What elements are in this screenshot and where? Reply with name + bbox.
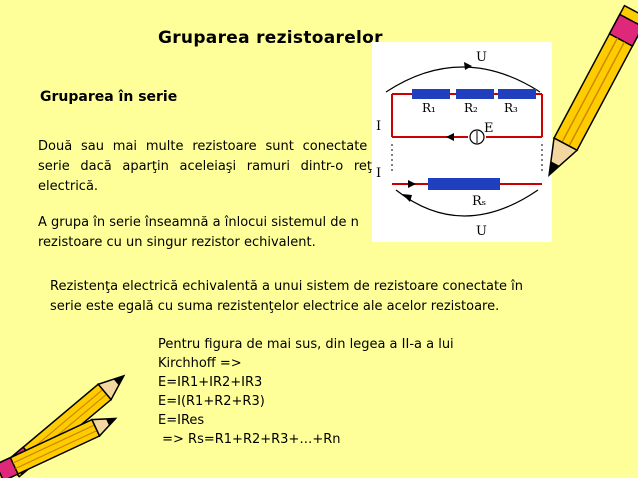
resistor-r2 xyxy=(456,89,494,99)
label-i-bottom: I xyxy=(376,166,381,181)
definition-paragraph: Două sau mai multe rezistoare sunt conec… xyxy=(38,139,388,194)
label-u-bottom: U xyxy=(476,224,487,239)
arrow-icon xyxy=(464,62,472,70)
label-r1: R₁ xyxy=(422,101,436,115)
pencil-icon xyxy=(548,4,638,177)
derivation-line: Pentru figura de mai sus, din legea a II… xyxy=(158,337,454,352)
label-u-top: U xyxy=(476,50,487,65)
equivalent-resistance-paragraph: Rezistenţa electrică echivalentă a unui … xyxy=(50,279,524,314)
grouping-paragraph: A grupa în serie înseamnă a înlocui sist… xyxy=(38,215,359,250)
current-arrow-icon xyxy=(408,180,416,188)
series-circuit-diagram: U R₁ R₂ R₃ I E I Rₛ U xyxy=(372,42,552,242)
resistor-rs xyxy=(428,178,500,190)
current-arrow-icon xyxy=(446,133,454,141)
label-i-top: I xyxy=(376,119,381,134)
resistor-r3 xyxy=(498,89,536,99)
derivation-line: Kirchhoff => xyxy=(158,356,242,371)
label-e: E xyxy=(484,121,494,136)
slide-title: Gruparea rezistoarelor xyxy=(158,28,383,48)
derivation-line: E=IR1+IR2+IR3 xyxy=(158,375,263,390)
derivation-line: E=I(R1+R2+R3) xyxy=(158,394,265,409)
derivation-line: => Rs=R1+R2+R3+…+Rn xyxy=(158,432,341,447)
section-subtitle: Gruparea în serie xyxy=(40,89,178,105)
pencil-icon xyxy=(0,417,118,478)
derivation-line: E=IRes xyxy=(158,413,205,428)
label-r2: R₂ xyxy=(464,101,478,115)
voltage-arc-top xyxy=(385,66,541,93)
resistor-r1 xyxy=(412,89,450,99)
arrow-icon xyxy=(402,194,412,202)
label-rs: Rₛ xyxy=(472,194,486,209)
voltage-arc-bottom xyxy=(395,189,539,217)
label-r3: R₃ xyxy=(504,101,518,115)
derivation-block: Pentru figura de mai sus, din legea a II… xyxy=(158,335,518,449)
